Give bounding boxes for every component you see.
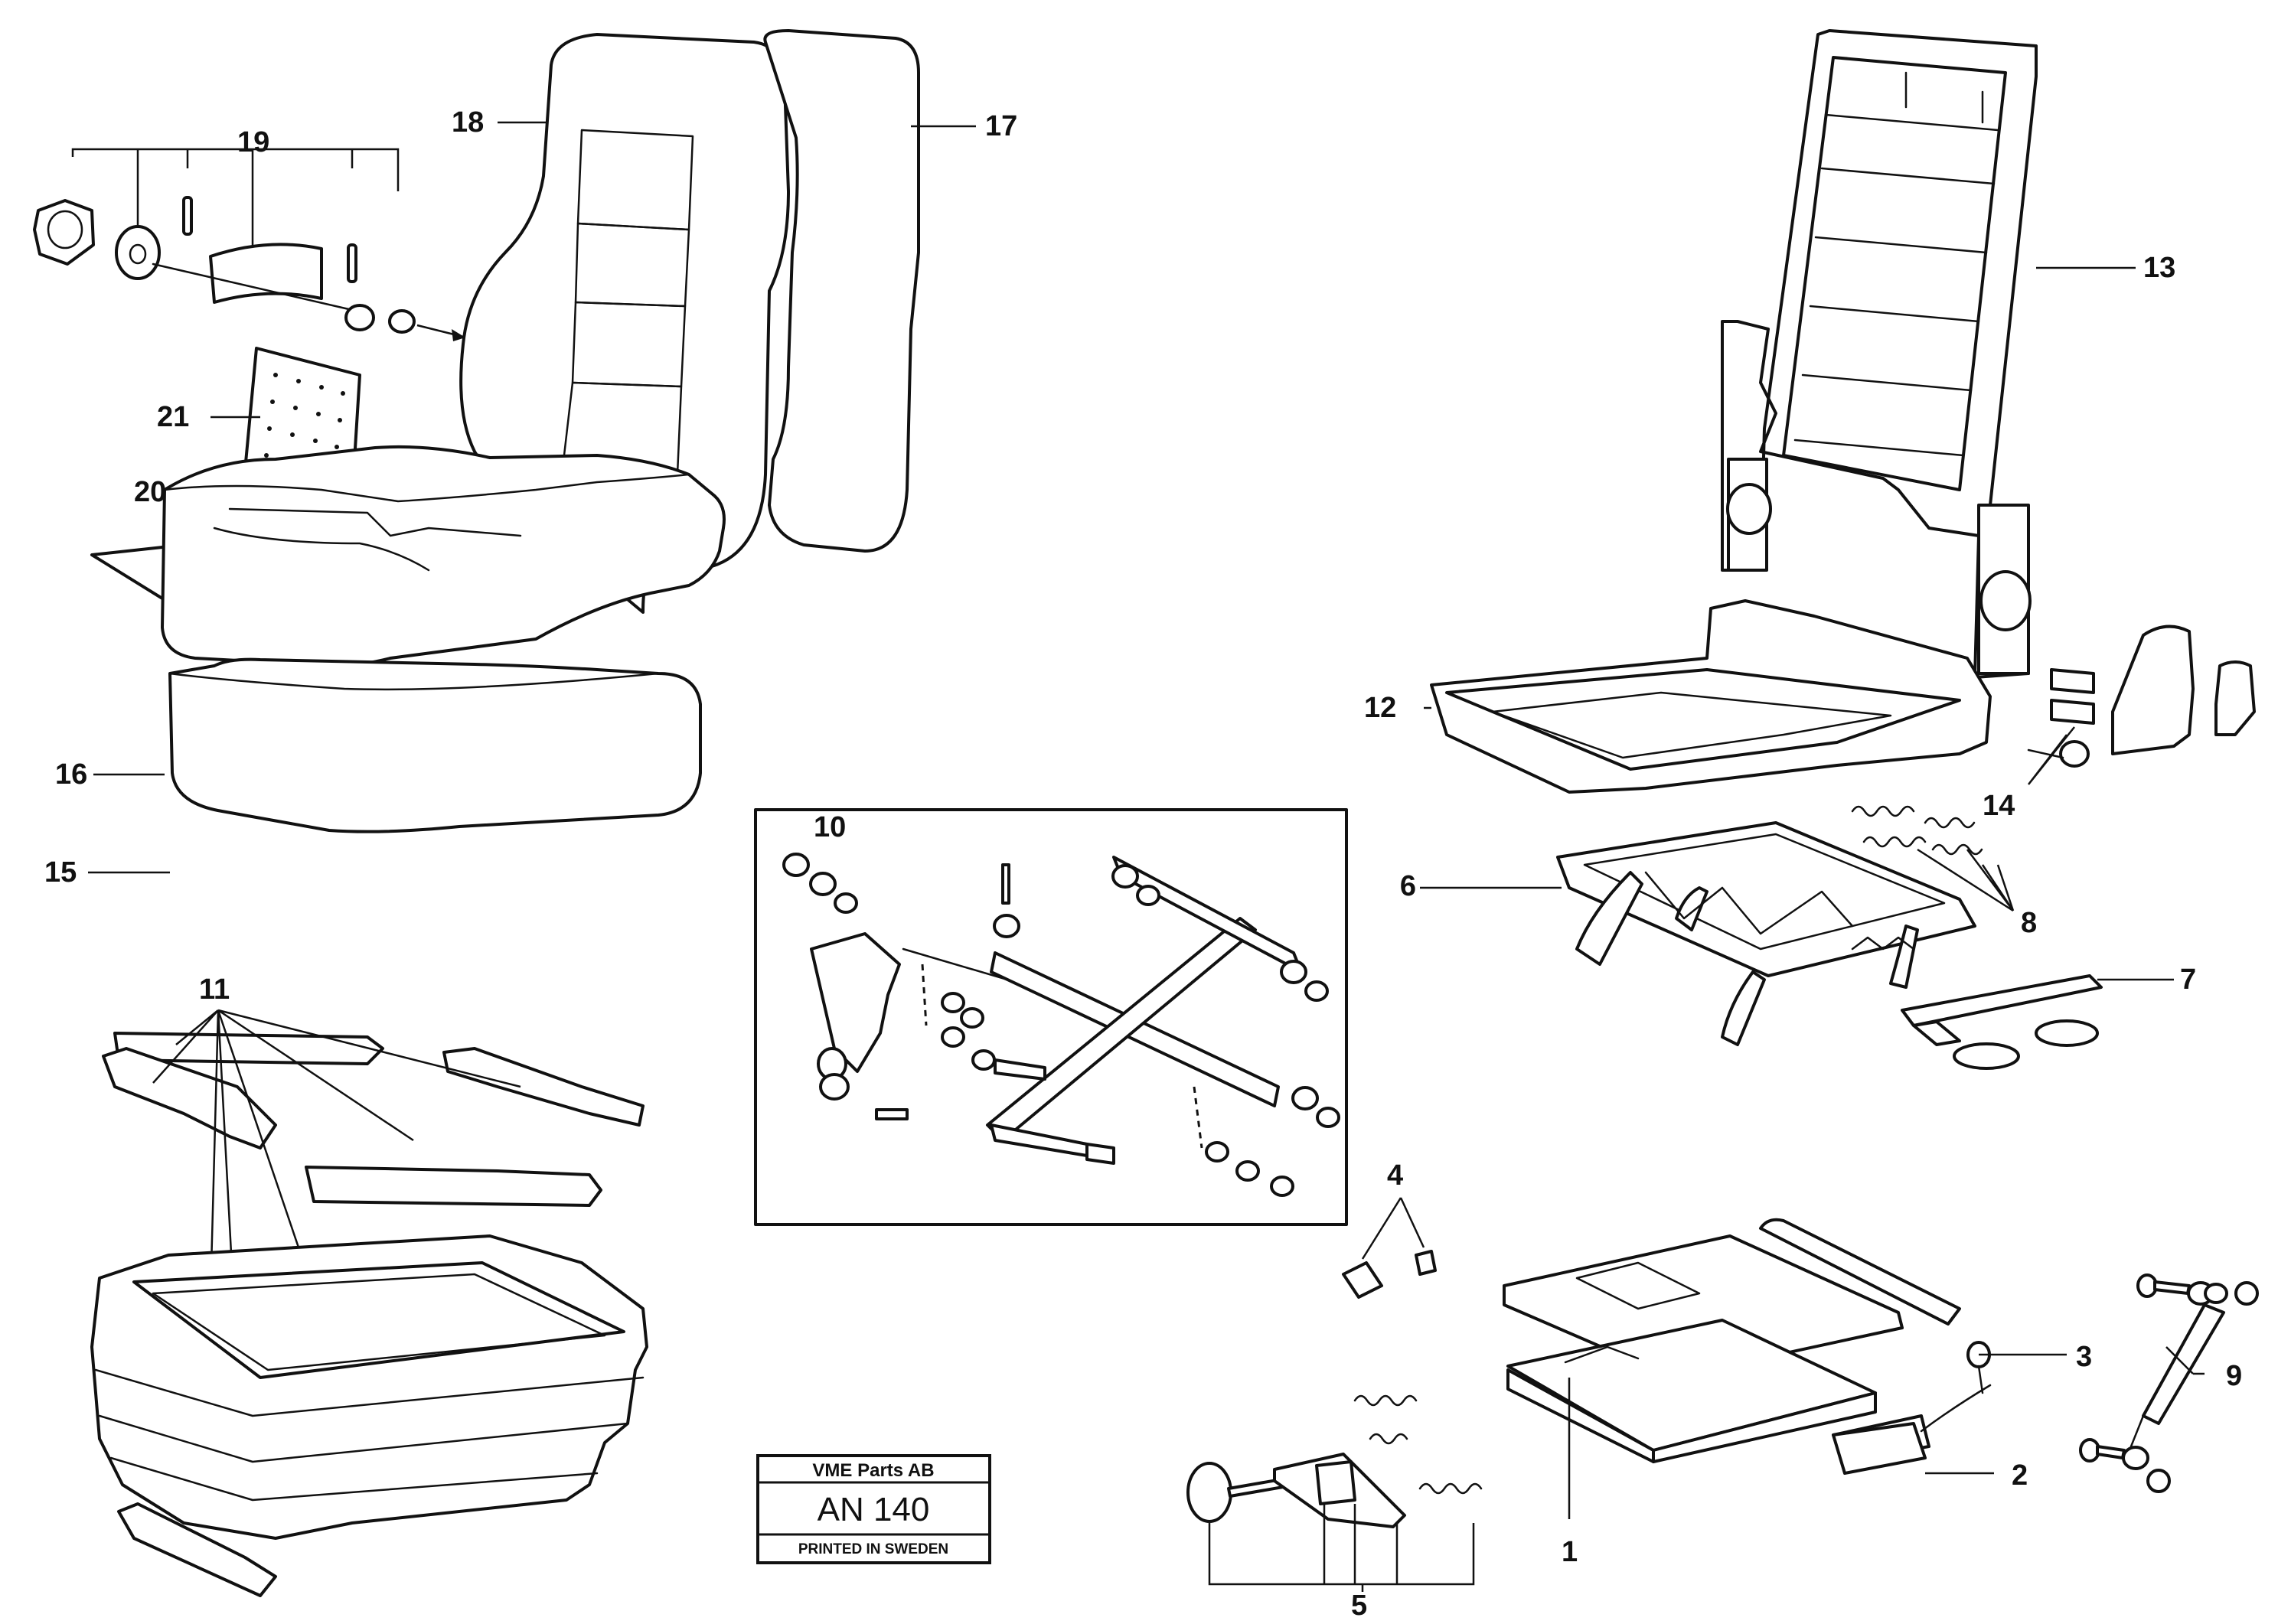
label-21: 21 bbox=[157, 401, 189, 433]
stamp-company: VME Parts AB bbox=[812, 1460, 934, 1481]
label-13: 13 bbox=[2143, 252, 2175, 284]
label-16: 16 bbox=[55, 758, 87, 791]
label-15: 15 bbox=[44, 856, 77, 889]
label-5: 5 bbox=[1351, 1590, 1367, 1622]
part-16-seat-cushion bbox=[161, 445, 726, 667]
label-10: 10 bbox=[814, 811, 846, 843]
label-2: 2 bbox=[2012, 1459, 2028, 1492]
label-18: 18 bbox=[452, 106, 484, 139]
label-11: 11 bbox=[199, 973, 230, 1006]
label-9: 9 bbox=[2226, 1360, 2242, 1392]
label-17: 17 bbox=[985, 110, 1017, 142]
part-5-weight-adjuster bbox=[1186, 1394, 1483, 1586]
part-10-scissor-detail bbox=[754, 808, 1348, 1226]
seat-suspension-bellows bbox=[90, 1234, 648, 1597]
part-4-clips bbox=[1342, 1197, 1437, 1299]
label-12: 12 bbox=[1364, 692, 1396, 724]
part-15-seat-foam bbox=[168, 657, 702, 833]
label-leaders bbox=[88, 121, 2205, 1592]
part-13-backrest-frame bbox=[1721, 29, 2038, 679]
label-4: 4 bbox=[1387, 1159, 1403, 1192]
part-6-slide-mechanism bbox=[1556, 821, 1976, 1046]
label-1: 1 bbox=[1562, 1536, 1578, 1568]
label-19: 19 bbox=[237, 126, 269, 158]
part-9-gas-spring bbox=[2079, 1273, 2259, 1493]
part-11-cover-plates bbox=[102, 1009, 645, 1440]
part-14-side-covers bbox=[2027, 624, 2256, 785]
part-3-cable bbox=[1920, 1341, 1992, 1433]
part-12-seat-frame bbox=[1430, 599, 1992, 794]
stamp-printed: PRINTED IN SWEDEN bbox=[798, 1541, 948, 1557]
part-2-bracket bbox=[1832, 1422, 1927, 1475]
label-7: 7 bbox=[2180, 964, 2196, 996]
part-8-springs bbox=[1851, 805, 2015, 912]
part-19-lumbar-adjuster bbox=[33, 148, 465, 341]
label-6: 6 bbox=[1400, 870, 1416, 902]
part-17-backrest-rear-cover bbox=[763, 29, 920, 553]
label-3: 3 bbox=[2076, 1341, 2092, 1373]
part-labels: 1 2 3 4 5 6 7 8 9 10 11 12 13 14 15 16 1… bbox=[44, 106, 2242, 1622]
stamp-code: AN 140 bbox=[818, 1491, 930, 1528]
label-8: 8 bbox=[2021, 907, 2037, 939]
part-7-slide-lever bbox=[1901, 974, 2103, 1070]
label-14: 14 bbox=[1983, 790, 2015, 822]
label-20: 20 bbox=[134, 476, 166, 508]
parts-catalog-stamp: VME Parts AB AN 140 PRINTED IN SWEDEN bbox=[756, 1454, 991, 1564]
